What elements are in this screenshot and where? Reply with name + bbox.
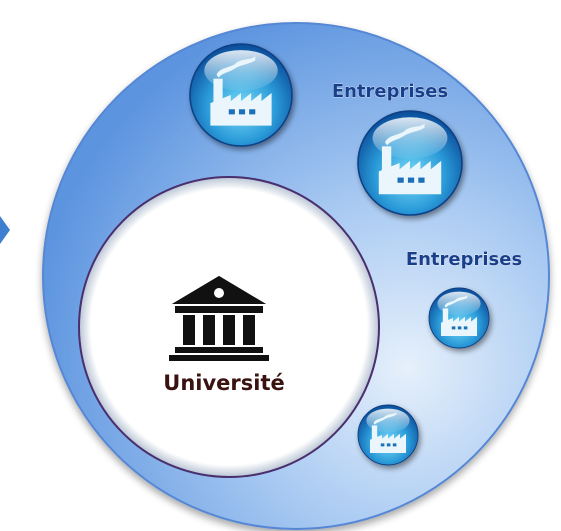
- university-building-icon: [169, 276, 269, 361]
- entreprises-label-mid: Entreprises: [406, 249, 522, 270]
- factory-icon: [357, 110, 463, 216]
- factory-icon: [189, 43, 293, 147]
- factory-icon: [428, 287, 490, 349]
- entreprises-label-top: Entreprises: [332, 81, 448, 102]
- arrow-right-icon: [0, 216, 10, 244]
- factory-icon: [357, 404, 419, 466]
- center-label: Université: [163, 371, 284, 395]
